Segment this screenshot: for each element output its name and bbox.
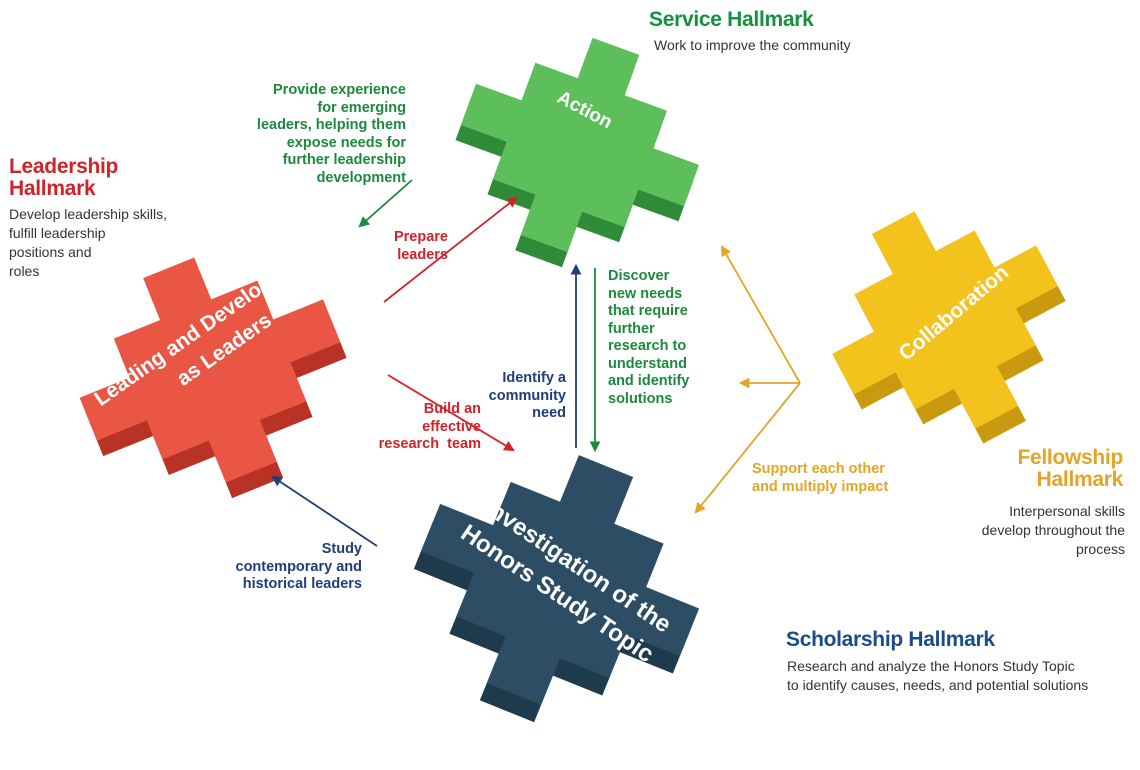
fellowship-hallmark-title-line1: Fellowship — [1017, 446, 1123, 469]
flow-prepare-line: Prepare — [393, 229, 448, 245]
flow-build-line: research team — [378, 436, 481, 452]
flow-identify-line: need — [532, 405, 566, 421]
flow-build-line: effective — [422, 418, 481, 435]
flow-study-line: historical leaders — [242, 576, 362, 592]
flow-discover-line: that require — [608, 303, 688, 319]
arrow-provide-experience — [358, 179, 413, 228]
service-hallmark: Service Hallmark — [649, 8, 814, 31]
flow-discover-line: understand — [608, 355, 687, 372]
flow-discover-line: and identify — [608, 373, 690, 389]
fellowship-hallmark-desc: Interpersonal skills develop throughout … — [943, 502, 1125, 559]
flow-provide-line: leaders, helping them — [256, 117, 406, 133]
fellowship-hallmark-title-line2: Hallmark — [1036, 468, 1124, 491]
leadership-desc-line2: fulfill leadership — [9, 225, 106, 241]
leadership-hallmark: Leadership Hallmark — [9, 156, 118, 200]
service-hallmark-title: Service Hallmark — [649, 8, 814, 31]
fellowship-hallmark: Fellowship Hallmark — [951, 447, 1123, 491]
flow-study-line: Study — [321, 541, 362, 557]
flow-support-line: Support each other — [752, 461, 885, 477]
flow-label-build-team: Build an effective research team — [340, 401, 481, 454]
leadership-hallmark-title-line1: Leadership — [9, 155, 119, 178]
arrow-support-to-investigation — [694, 382, 801, 514]
scholarship-desc-line2: to identify causes, needs, and potential… — [787, 677, 1089, 693]
flow-label-discover-needs: Discover new needs that require further … — [608, 268, 689, 408]
leadership-desc-line4: roles — [9, 263, 40, 279]
arrow-build-team — [387, 374, 515, 452]
flow-identify-line: Identify a — [502, 370, 566, 386]
service-hallmark-desc: Work to improve the community — [654, 37, 851, 53]
fellowship-desc-line1: Interpersonal skills — [1009, 503, 1125, 519]
flow-label-study-leaders: Study contemporary and historical leader… — [210, 541, 363, 594]
scholarship-hallmark-title: Scholarship Hallmark — [786, 628, 995, 651]
flow-prepare-line: leaders — [397, 246, 448, 263]
flow-build-line: Build an — [423, 401, 481, 417]
leadership-hallmark-desc: Develop leadership skills, fulfill leade… — [9, 205, 167, 281]
scholarship-hallmark-desc: Research and analyze the Honors Study To… — [787, 657, 1088, 695]
leadership-desc-line1: Develop leadership skills, — [9, 206, 167, 222]
leadership-desc-line3: positions and — [9, 244, 92, 260]
flow-discover-line: solutions — [608, 390, 673, 407]
arrow-study-leaders — [271, 475, 378, 547]
flow-identify-line: community — [488, 387, 566, 404]
flow-discover-line: Discover — [608, 268, 670, 284]
scholarship-hallmark: Scholarship Hallmark — [786, 629, 995, 651]
flow-label-support: Support each other and multiply impact — [752, 461, 888, 496]
flow-discover-line: research to — [608, 338, 687, 354]
leadership-hallmark-title-line2: Hallmark — [9, 177, 96, 200]
flow-study-line: contemporary and — [235, 558, 363, 575]
fellowship-desc-line3: process — [1075, 541, 1125, 557]
flow-provide-line: further leadership — [282, 152, 406, 168]
arrow-support-to-action — [720, 245, 801, 384]
flow-label-identify-need: Identify a community need — [470, 370, 566, 423]
arrow-prepare-leaders — [383, 196, 518, 303]
scholarship-desc-line1: Research and analyze the Honors Study To… — [787, 658, 1075, 674]
flow-discover-line: further — [608, 320, 655, 337]
fellowship-desc-line2: develop throughout the — [981, 522, 1125, 538]
flow-provide-line: expose needs for — [286, 134, 406, 151]
flow-provide-line: for emerging — [317, 99, 406, 116]
flow-label-provide-experience: Provide experience for emerging leaders,… — [211, 82, 406, 187]
flow-provide-line: Provide experience — [273, 82, 406, 98]
flow-provide-line: development — [316, 169, 406, 186]
flow-support-line: and multiply impact — [752, 478, 889, 495]
flow-label-prepare-leaders: Prepare leaders — [360, 229, 448, 264]
flow-discover-line: new needs — [608, 285, 683, 302]
